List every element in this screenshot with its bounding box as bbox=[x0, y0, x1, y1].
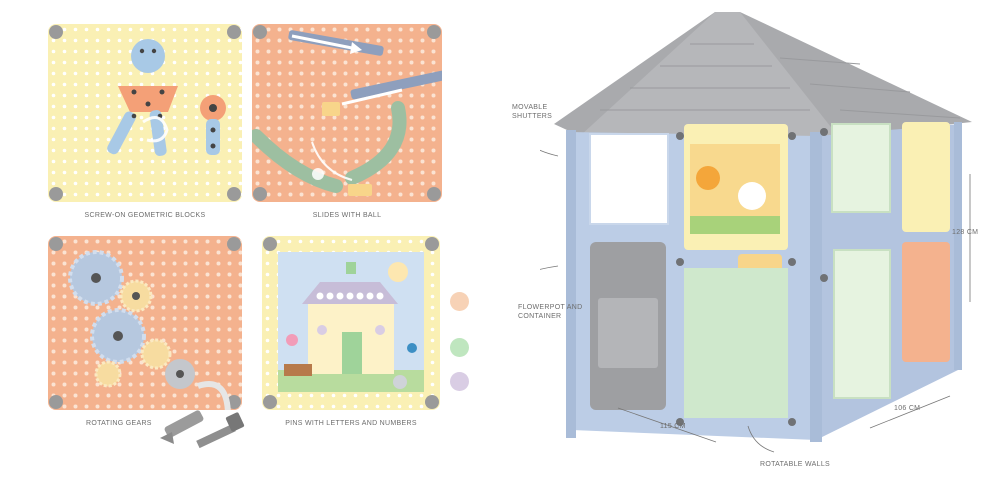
pins-illustration bbox=[262, 236, 440, 410]
label-depth: 106 CM bbox=[894, 405, 921, 412]
label-flowerpot-container: FLOWERPOT AND CONTAINER bbox=[518, 304, 583, 320]
geometric-blocks-illustration bbox=[48, 24, 242, 202]
playhouse-illustration bbox=[540, 12, 972, 453]
label-rotatable-walls: ROTATABLE WALLS bbox=[760, 461, 830, 468]
pin-purple-icon bbox=[450, 372, 469, 391]
slides-illustration bbox=[252, 24, 442, 202]
panel-slides bbox=[252, 24, 442, 202]
pin-orange-icon bbox=[450, 292, 469, 311]
pin-green-icon bbox=[450, 338, 469, 357]
caption-gears: ROTATING GEARS bbox=[86, 420, 152, 427]
caption-geometric-blocks: SCREW-ON GEOMETRIC BLOCKS bbox=[84, 212, 206, 219]
screw-and-bolt-illustration bbox=[160, 410, 245, 449]
caption-slides: SLIDES WITH BALL bbox=[312, 212, 382, 219]
gears-illustration bbox=[48, 236, 242, 410]
caption-pins: PINS WITH LETTERS AND NUMBERS bbox=[285, 420, 417, 427]
label-width: 115 CM bbox=[660, 423, 686, 430]
label-movable-shutters: MOVABLE SHUTTERS bbox=[512, 104, 553, 120]
panel-gears bbox=[48, 236, 242, 410]
label-height: 128 CM bbox=[952, 229, 979, 236]
panel-geometric-blocks bbox=[48, 24, 242, 202]
panel-pins bbox=[262, 236, 440, 410]
